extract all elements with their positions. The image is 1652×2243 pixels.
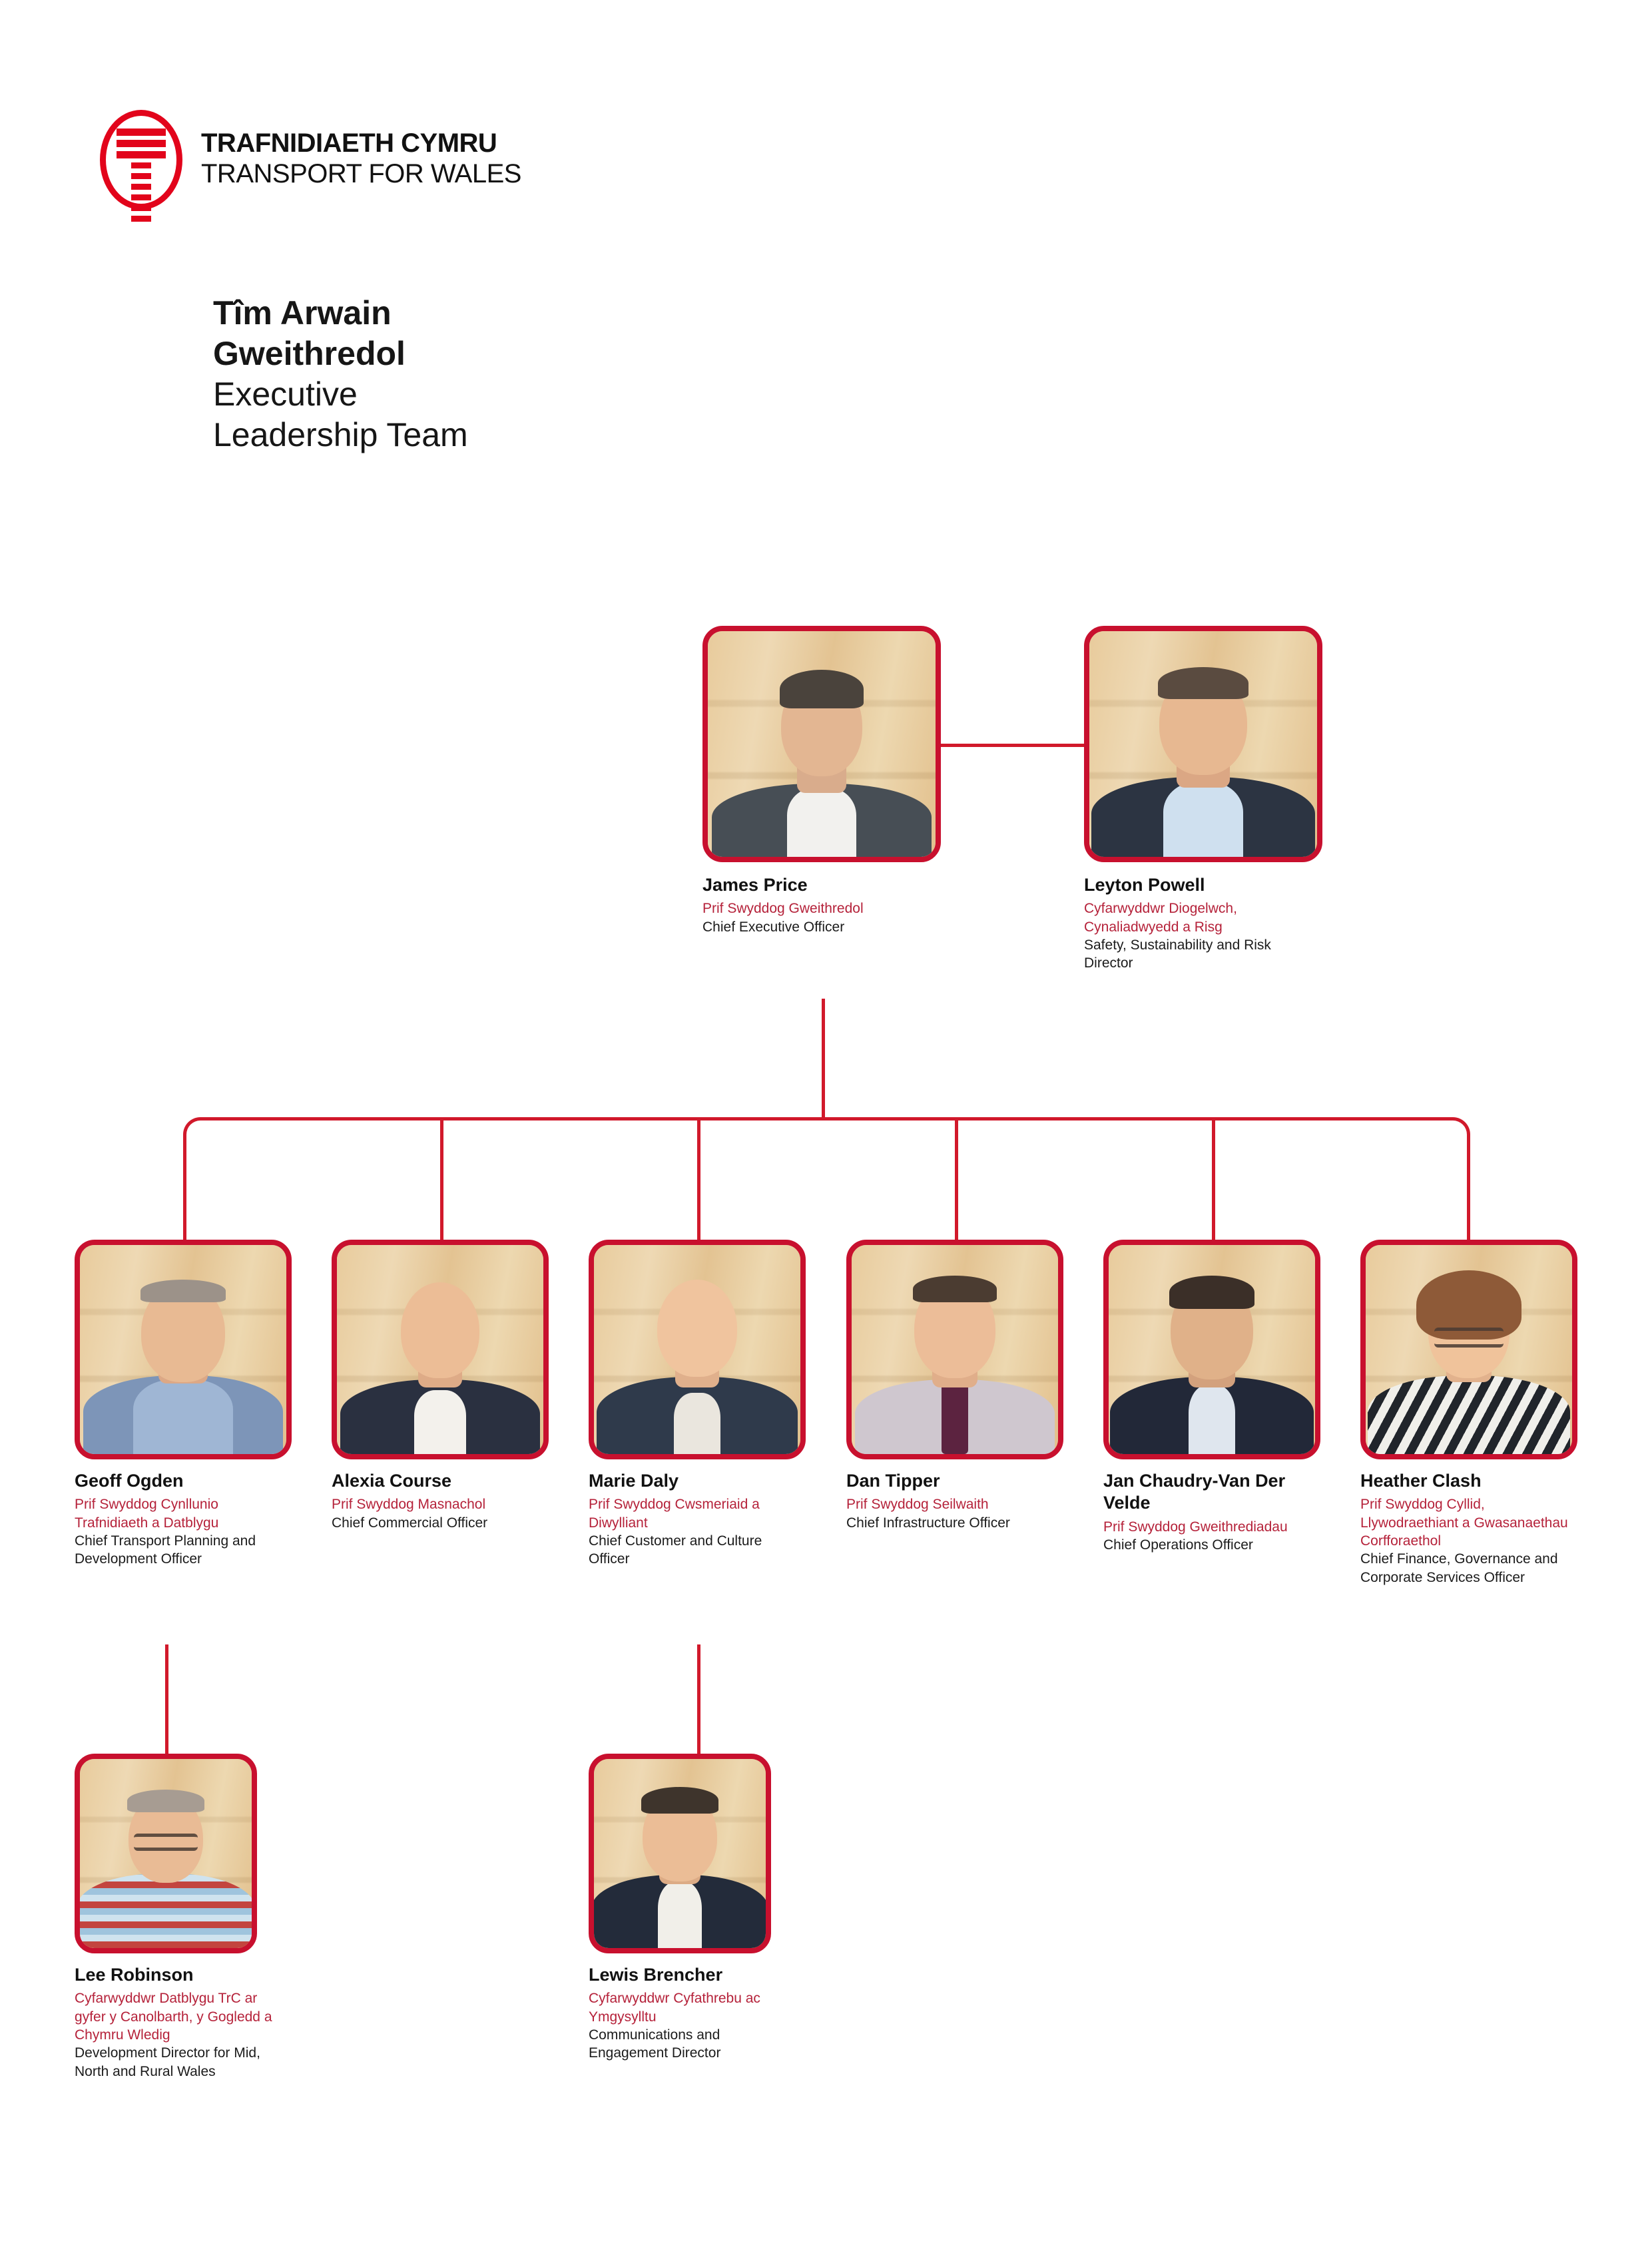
person-title-english: Chief Transport Planning and Development…: [75, 1533, 256, 1567]
person-title-english: Chief Executive Officer: [702, 919, 845, 935]
avatar-leyton-powell: [1084, 626, 1322, 862]
org-node-geoff-ogden[interactable]: Geoff Ogden Prif Swyddog Cynllunio Trafn…: [75, 1240, 292, 1569]
page-title: Tîm Arwain Gweithredol Executive Leaders…: [213, 293, 468, 455]
person-title-welsh: Prif Swyddog Gweithrediadau: [1103, 1519, 1288, 1535]
brand-wordmark: TRAFNIDIAETH CYMRU TRANSPORT FOR WALES: [201, 130, 521, 190]
connector-drop-lee-robinson: [165, 1644, 168, 1755]
connector-ceo-to-safety-director: [940, 744, 1084, 747]
person-name: Alexia Course: [332, 1471, 452, 1491]
page-title-english-line2: Leadership Team: [213, 416, 468, 453]
person-title-welsh: Cyfarwyddwr Diogelwch, Cynaliadwyedd a R…: [1084, 901, 1237, 935]
person-title-english: Chief Infrastructure Officer: [846, 1515, 1010, 1531]
org-node-lee-robinson[interactable]: Lee Robinson Cyfarwyddwr Datblygu TrC ar…: [75, 1754, 292, 2081]
person-title-welsh: Prif Swyddog Masnachol: [332, 1497, 486, 1513]
person-title-welsh: Cyfarwyddwr Cyfathrebu ac Ymgysylltu: [589, 1991, 760, 2025]
person-name: Jan Chaudry-Van Der Velde: [1103, 1471, 1286, 1513]
connector-drop-dan-tipper: [955, 1117, 958, 1241]
caption-alexia-course: Alexia Course Prif Swyddog Masnachol Chi…: [332, 1470, 549, 1532]
person-name: Geoff Ogden: [75, 1471, 184, 1491]
caption-marie-daly: Marie Daly Prif Swyddog Cwsmeriaid a Diw…: [589, 1470, 806, 1569]
person-title-english: Development Director for Mid, North and …: [75, 2045, 260, 2079]
avatar-marie-daly: [589, 1240, 806, 1459]
connector-drop-lewis-brencher: [697, 1644, 700, 1755]
connector-drop-heather-clash: [1467, 1146, 1470, 1241]
org-node-marie-daly[interactable]: Marie Daly Prif Swyddog Cwsmeriaid a Diw…: [589, 1240, 806, 1569]
person-title-english: Safety, Sustainability and Risk Director: [1084, 937, 1271, 971]
caption-lewis-brencher: Lewis Brencher Cyfarwyddwr Cyfathrebu ac…: [589, 1964, 806, 2063]
page-title-welsh-line2: Gweithredol: [213, 335, 406, 372]
person-title-welsh: Prif Swyddog Seilwaith: [846, 1497, 989, 1513]
person-title-welsh: Prif Swyddog Cynllunio Trafnidiaeth a Da…: [75, 1497, 219, 1531]
avatar-jan-chaudry-van-der-velde: [1103, 1240, 1320, 1459]
caption-lee-robinson: Lee Robinson Cyfarwyddwr Datblygu TrC ar…: [75, 1964, 292, 2081]
caption-geoff-ogden: Geoff Ogden Prif Swyddog Cynllunio Trafn…: [75, 1470, 292, 1569]
transport-for-wales-roundel-icon: [100, 110, 182, 222]
org-node-lewis-brencher[interactable]: Lewis Brencher Cyfarwyddwr Cyfathrebu ac…: [589, 1754, 806, 2063]
person-title-english: Chief Customer and Culture Officer: [589, 1533, 762, 1567]
connector-drop-geoff-ogden: [183, 1146, 186, 1241]
person-name: Heather Clash: [1360, 1471, 1482, 1491]
avatar-lewis-brencher: [589, 1754, 771, 1953]
logo-t-glyph: [117, 128, 166, 222]
avatar-lee-robinson: [75, 1754, 257, 1953]
person-name: Lewis Brencher: [589, 1965, 723, 1985]
connector-drop-jan-chaudry-van-der-velde: [1212, 1117, 1215, 1241]
person-title-english: Communications and Engagement Director: [589, 2027, 721, 2061]
person-title-english: Chief Finance, Governance and Corporate …: [1360, 1551, 1558, 1585]
avatar-dan-tipper: [846, 1240, 1063, 1459]
caption-jan-chaudry-van-der-velde: Jan Chaudry-Van Der Velde Prif Swyddog G…: [1103, 1470, 1320, 1555]
person-name: Lee Robinson: [75, 1965, 194, 1985]
person-name: Marie Daly: [589, 1471, 679, 1491]
page-title-welsh-line1: Tîm Arwain: [213, 294, 392, 332]
connector-level2-distributor: [183, 1117, 1470, 1150]
brand-logo-block: TRAFNIDIAETH CYMRU TRANSPORT FOR WALES: [100, 110, 521, 222]
page-title-english-line1: Executive: [213, 375, 358, 413]
person-name: Leyton Powell: [1084, 875, 1205, 895]
person-name: James Price: [702, 875, 808, 895]
connector-drop-alexia-course: [440, 1117, 443, 1241]
org-node-james-price[interactable]: James Price Prif Swyddog Gweithredol Chi…: [702, 626, 941, 936]
org-node-alexia-course[interactable]: Alexia Course Prif Swyddog Masnachol Chi…: [332, 1240, 549, 1532]
caption-leyton-powell: Leyton Powell Cyfarwyddwr Diogelwch, Cyn…: [1084, 874, 1322, 973]
person-title-english: Chief Operations Officer: [1103, 1537, 1253, 1553]
person-title-welsh: Prif Swyddog Cwsmeriaid a Diwylliant: [589, 1497, 760, 1531]
org-node-heather-clash[interactable]: Heather Clash Prif Swyddog Cyllid, Llywo…: [1360, 1240, 1577, 1587]
brand-name-english: TRANSPORT FOR WALES: [201, 159, 521, 188]
person-name: Dan Tipper: [846, 1471, 940, 1491]
connector-drop-marie-daly: [697, 1117, 700, 1241]
org-node-jan-chaudry-van-der-velde[interactable]: Jan Chaudry-Van Der Velde Prif Swyddog G…: [1103, 1240, 1320, 1555]
avatar-heather-clash: [1360, 1240, 1577, 1459]
caption-heather-clash: Heather Clash Prif Swyddog Cyllid, Llywo…: [1360, 1470, 1577, 1587]
person-title-english: Chief Commercial Officer: [332, 1515, 488, 1531]
person-title-welsh: Cyfarwyddwr Datblygu TrC ar gyfer y Cano…: [75, 1991, 272, 2043]
connector-ceo-trunk: [822, 999, 825, 1119]
caption-james-price: James Price Prif Swyddog Gweithredol Chi…: [702, 874, 941, 936]
org-node-leyton-powell[interactable]: Leyton Powell Cyfarwyddwr Diogelwch, Cyn…: [1084, 626, 1322, 973]
person-title-welsh: Prif Swyddog Gweithredol: [702, 901, 864, 917]
person-title-welsh: Prif Swyddog Cyllid, Llywodraethiant a G…: [1360, 1497, 1568, 1549]
avatar-alexia-course: [332, 1240, 549, 1459]
org-node-dan-tipper[interactable]: Dan Tipper Prif Swyddog Seilwaith Chief …: [846, 1240, 1063, 1532]
avatar-geoff-ogden: [75, 1240, 292, 1459]
caption-dan-tipper: Dan Tipper Prif Swyddog Seilwaith Chief …: [846, 1470, 1063, 1532]
avatar-james-price: [702, 626, 941, 862]
brand-name-welsh: TRAFNIDIAETH CYMRU: [201, 128, 497, 158]
